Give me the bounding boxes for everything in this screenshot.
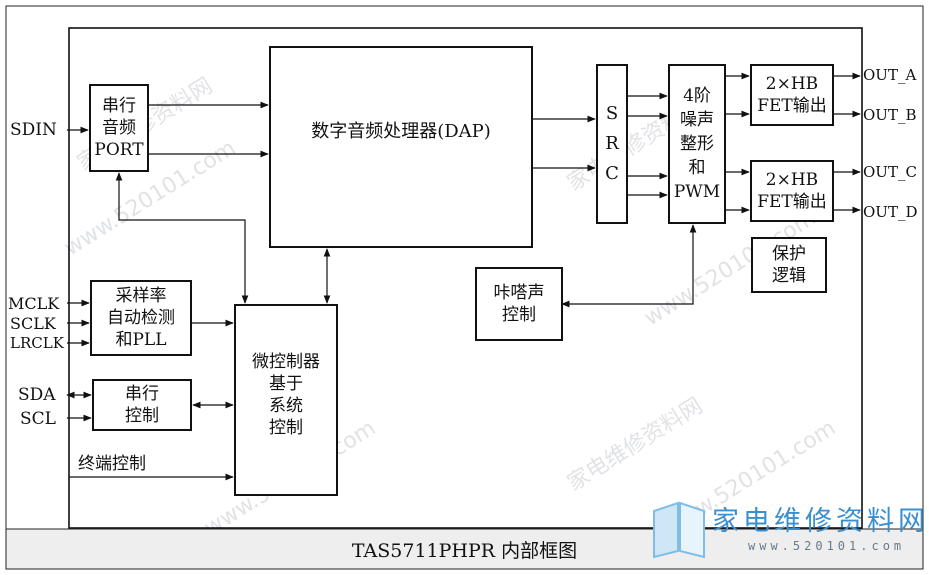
hb-output-block-2 (750, 160, 834, 222)
mclk-label: MCLK (8, 294, 60, 313)
serialctrl-line-2: 控制 (125, 406, 159, 426)
serialctrl-line-1: 串行 (125, 384, 159, 404)
hb1-line-1: 2×HB (765, 74, 819, 94)
protect-logic-text: 保护 逻辑 (752, 238, 826, 292)
dap-text: 数字音频处理器(DAP) (270, 47, 532, 217)
samplerate-line-1: 采样率 (115, 286, 167, 306)
dap-label: 数字音频处理器(DAP) (311, 121, 491, 142)
mcu-block (234, 304, 338, 496)
pwm-text: 4阶 噪声 整形 和 PWM (669, 65, 725, 223)
site-logo: 家电维修资料网 www.520101.com (650, 495, 925, 565)
port-mcu-bus (115, 172, 249, 304)
out-b-label: OUT_B (863, 106, 917, 124)
sda-label: SDA (18, 385, 56, 405)
protect-logic-block (751, 237, 827, 293)
out-c-label: OUT_C (863, 163, 917, 181)
hb-output-block-1 (750, 64, 834, 126)
click-line-1: 咔嗒声 (493, 283, 545, 303)
mcu-line-2: 基于 (269, 374, 303, 394)
serial-control-text: 串行 控制 (93, 380, 191, 430)
src-line-1: S (605, 103, 619, 124)
protect-line-2: 逻辑 (772, 266, 806, 286)
scl-label: SCL (20, 409, 56, 429)
pwm-line-4: 和 (688, 158, 706, 178)
samplerate-line-2: 自动检测 (107, 308, 175, 328)
chip-boundary (68, 27, 863, 529)
click-pwm-bus (561, 224, 697, 308)
sdin-label: SDIN (10, 120, 57, 140)
mcu-line-4: 控制 (269, 418, 303, 438)
lrclk-label: LRCLK (10, 334, 64, 352)
src-line-3: C (605, 163, 619, 184)
site-logo-name: 家电维修资料网 (712, 506, 929, 537)
serial-audio-port-text: 串行 音频 PORT (90, 85, 148, 171)
mcu-line-1: 微控制器 (252, 352, 320, 372)
pwm-block (668, 64, 726, 224)
terminal-control-label: 终端控制 (78, 454, 146, 474)
src-block (596, 64, 628, 224)
dap-block (269, 46, 533, 248)
pwm-line-5: PWM (673, 182, 721, 202)
port-line-3: PORT (94, 140, 144, 160)
click-control-text: 咔嗒声 控制 (476, 268, 562, 340)
out-d-label: OUT_D (863, 203, 918, 221)
sample-rate-text: 采样率 自动检测 和PLL (91, 281, 191, 355)
hb2-line-2: FET输出 (757, 192, 827, 212)
port-line-2: 音频 (102, 118, 136, 138)
samplerate-line-3: 和PLL (115, 330, 167, 350)
sclk-label: SCLK (10, 314, 56, 333)
site-logo-url: www.520101.com (748, 539, 906, 553)
site-logo-icon (653, 501, 705, 559)
src-line-2: R (605, 133, 619, 154)
pwm-line-2: 噪声 (680, 110, 714, 130)
caption-bar (5, 528, 924, 570)
hb1-line-2: FET输出 (757, 96, 827, 116)
mcu-line-3: 系统 (269, 396, 303, 416)
out-a-label: OUT_A (863, 66, 917, 84)
hb-output-text-1: 2×HB FET输出 (751, 65, 833, 125)
src-text: S R C (597, 65, 627, 223)
mcu-text: 微控制器 基于 系统 控制 (235, 335, 337, 455)
protect-line-1: 保护 (772, 244, 806, 264)
click-line-2: 控制 (502, 305, 536, 325)
pwm-line-3: 整形 (680, 134, 714, 154)
serial-audio-port-block (89, 84, 149, 172)
serial-control-block (92, 379, 192, 431)
hb-output-text-2: 2×HB FET输出 (751, 161, 833, 221)
hb2-line-1: 2×HB (765, 170, 819, 190)
port-line-1: 串行 (102, 96, 136, 116)
figure-caption: TAS5711PHPR 内部框图 (351, 539, 578, 562)
pwm-line-1: 4阶 (683, 86, 711, 106)
